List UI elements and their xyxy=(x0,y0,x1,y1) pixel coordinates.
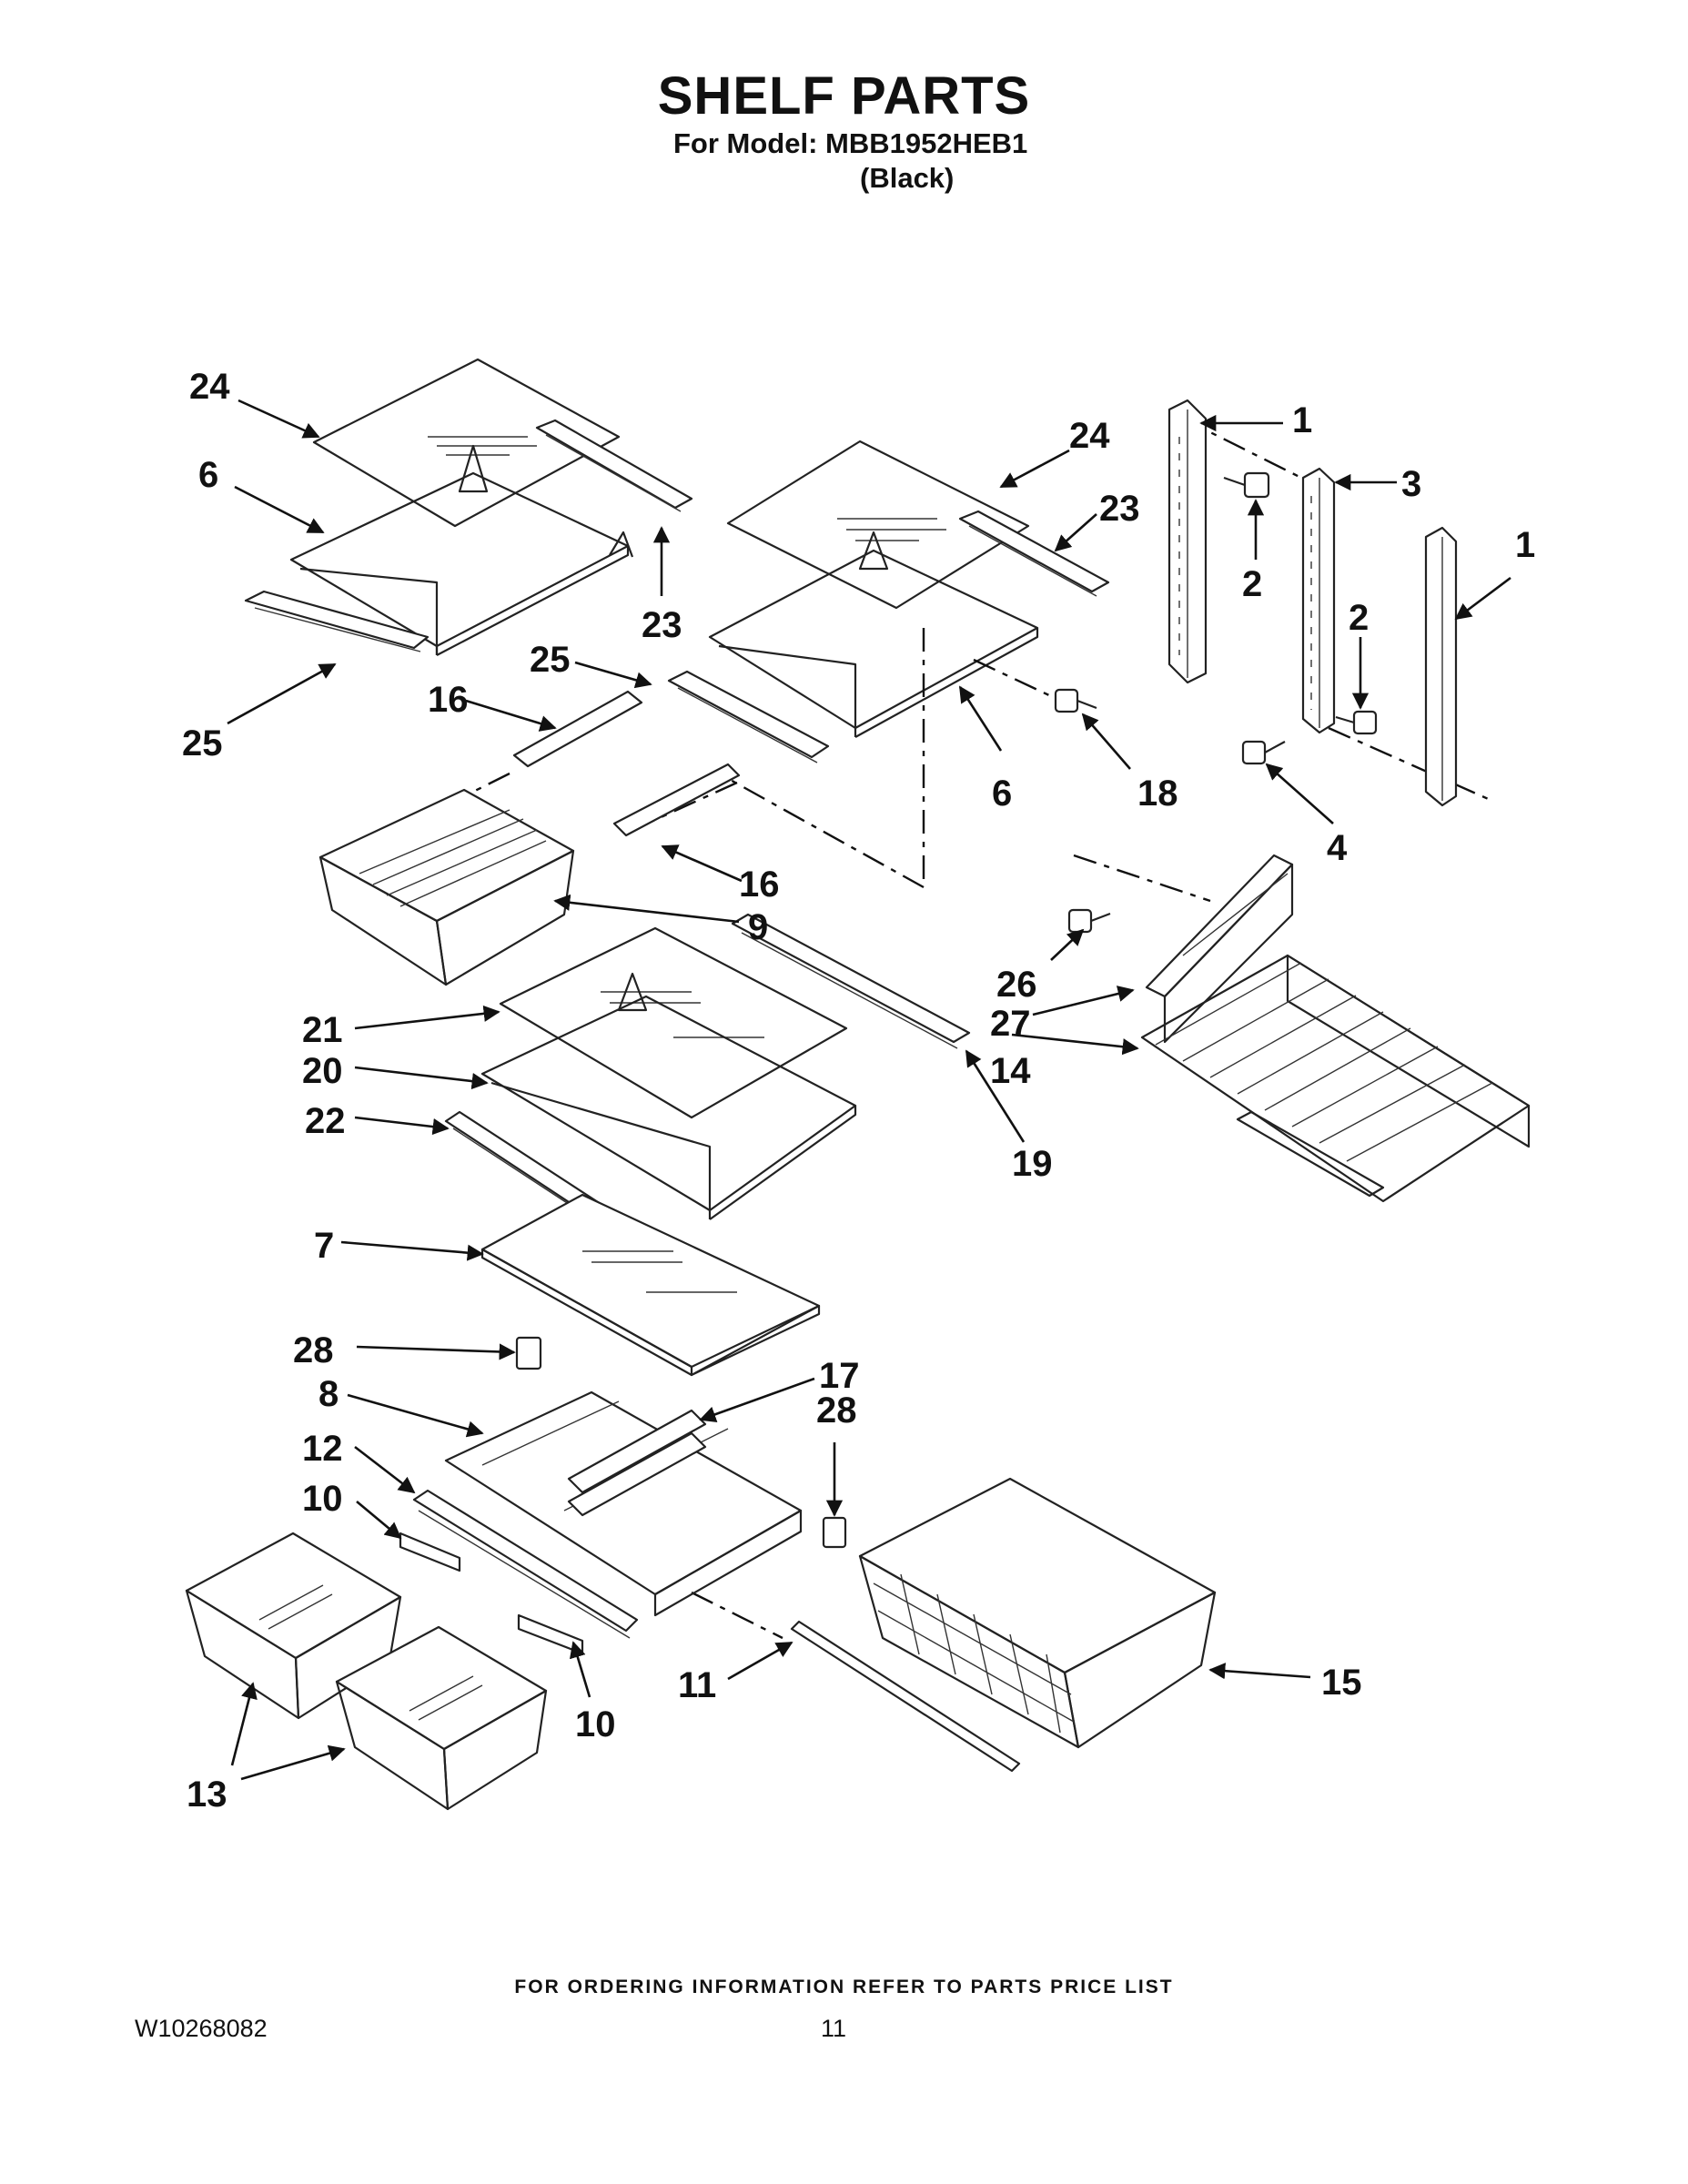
ordering-note: FOR ORDERING INFORMATION REFER TO PARTS … xyxy=(514,1977,1174,1997)
callout-16: 16 xyxy=(428,680,469,720)
callout-labels: 24 6 25 23 24 23 25 16 6 18 1 3 2 1 2 4 … xyxy=(182,367,1535,1815)
callout-25: 25 xyxy=(530,640,571,680)
slide-16-upper xyxy=(512,690,643,768)
callout-1: 1 xyxy=(1515,525,1535,565)
shelf-trim-25-middle xyxy=(667,670,830,763)
callout-9: 9 xyxy=(748,907,768,947)
callout-16: 16 xyxy=(739,864,780,905)
screw-2-lower xyxy=(1335,710,1378,735)
callout-18: 18 xyxy=(1137,774,1178,814)
callout-17: 17 xyxy=(819,1356,860,1396)
callout-13: 13 xyxy=(187,1774,227,1815)
callout-14: 14 xyxy=(990,1051,1031,1091)
slide-17 xyxy=(567,1409,707,1517)
callout-10: 10 xyxy=(575,1704,616,1744)
callout-28: 28 xyxy=(816,1390,857,1431)
divider-10-lower xyxy=(517,1613,584,1655)
callout-27: 27 xyxy=(990,1004,1031,1044)
callout-7: 7 xyxy=(314,1226,334,1266)
callout-22: 22 xyxy=(305,1101,346,1141)
shelf-standard-1-left xyxy=(1167,399,1208,684)
bin-27 xyxy=(1145,854,1294,1044)
callout-20: 20 xyxy=(302,1051,343,1091)
crisper-drawer-9 xyxy=(318,788,575,986)
screw-18 xyxy=(1054,688,1097,713)
callout-6: 6 xyxy=(992,774,1012,814)
callout-24: 24 xyxy=(189,367,230,407)
color-line: (Black) xyxy=(860,162,955,194)
callout-6: 6 xyxy=(198,455,218,495)
screw-2-upper xyxy=(1223,471,1270,499)
callout-23: 23 xyxy=(1099,489,1140,529)
glass-shelf-top-middle xyxy=(726,440,1030,610)
screw-4 xyxy=(1241,740,1286,765)
callout-15: 15 xyxy=(1321,1663,1362,1703)
callout-12: 12 xyxy=(302,1429,343,1469)
callout-4: 4 xyxy=(1327,828,1348,868)
callout-1: 1 xyxy=(1292,400,1312,440)
callout-23: 23 xyxy=(642,605,682,645)
document-number: W10268082 xyxy=(135,2015,268,2042)
shelf-trim-25-left xyxy=(244,590,430,652)
glass-shelf-7 xyxy=(480,1193,821,1377)
divider-10-upper xyxy=(399,1532,461,1572)
shelf-rail-23-middle xyxy=(958,510,1110,597)
shelf-standard-3 xyxy=(1301,467,1336,734)
rod-11 xyxy=(790,1620,1021,1773)
bracket-28-lower xyxy=(822,1516,847,1549)
shelf-frame-top-middle xyxy=(708,531,1039,738)
page-title: SHELF PARTS xyxy=(657,66,1031,126)
shelf-rail-23-left xyxy=(535,419,693,512)
cover-12 xyxy=(412,1489,639,1639)
shelf-rail-19 xyxy=(731,913,971,1049)
slide-16-lower xyxy=(612,763,741,837)
callout-26: 26 xyxy=(996,965,1037,1005)
callout-24: 24 xyxy=(1069,416,1110,456)
wire-shelf-14 xyxy=(1140,954,1531,1203)
page-number: 11 xyxy=(821,2015,847,2042)
callout-10: 10 xyxy=(302,1479,343,1519)
crisper-frame-8 xyxy=(444,1390,803,1617)
callout-2: 2 xyxy=(1242,564,1262,604)
callout-11: 11 xyxy=(678,1665,716,1705)
wire-basket-15 xyxy=(858,1477,1217,1749)
callout-8: 8 xyxy=(318,1374,339,1414)
callout-28: 28 xyxy=(293,1330,334,1370)
callout-3: 3 xyxy=(1401,464,1421,504)
callout-25: 25 xyxy=(182,723,223,763)
shelf-frame-20 xyxy=(480,972,857,1220)
callout-21: 21 xyxy=(302,1010,343,1050)
bracket-28-upper xyxy=(515,1336,542,1370)
glass-shelf-top-left xyxy=(312,358,621,528)
shelf-frame-top-left xyxy=(289,444,634,656)
crisper-bin-13-right xyxy=(335,1625,548,1811)
leader-lines xyxy=(227,399,1511,1781)
glass-shelf-21 xyxy=(499,926,848,1119)
model-line: For Model: MBB1952HEB1 xyxy=(673,127,1028,159)
callout-2: 2 xyxy=(1349,598,1369,638)
shelf-standard-1-right xyxy=(1424,526,1458,807)
screw-26 xyxy=(1067,908,1111,934)
callout-19: 19 xyxy=(1012,1144,1053,1184)
